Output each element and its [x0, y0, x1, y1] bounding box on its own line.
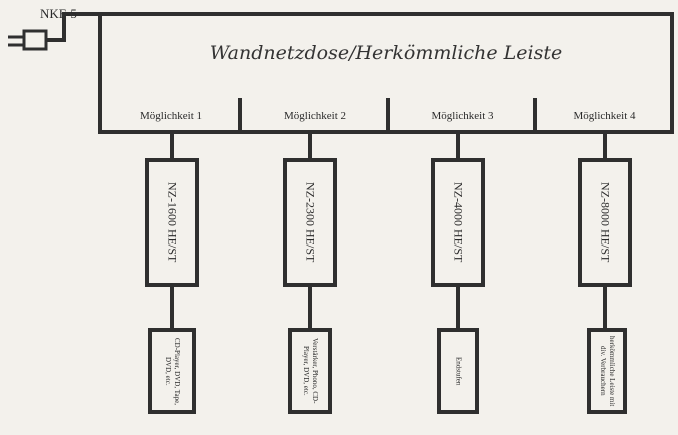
device-box-4-label: NZ-8000 HE/ST: [598, 182, 613, 263]
branch-2: [283, 132, 337, 414]
plug-cable: [46, 12, 100, 42]
main-outlet-label: Wandnetzdose/Herkömmliche Leiste: [209, 42, 563, 64]
branch-1: [145, 132, 199, 414]
device-box-3-label: NZ-4000 HE/ST: [451, 182, 466, 263]
plug-icon: [8, 35, 24, 47]
plug-label: NKF-5: [40, 6, 77, 21]
branch-3: [431, 132, 485, 414]
device-box-1-label: NZ-1600 HE/ST: [165, 182, 180, 263]
option-2-label: Möglichkeit 2: [283, 110, 347, 122]
usage-box-3-label: Endstufen: [454, 356, 463, 386]
option-4-label: Möglichkeit 4: [573, 110, 636, 122]
option-1-label: Möglichkeit 1: [139, 110, 203, 122]
usage-box-2-label: Verstärker, Phono, CD-Player, DVD, etc.: [302, 338, 319, 404]
plug-body: [22, 29, 48, 51]
device-box-2-label: NZ-2300 HE/ST: [303, 182, 318, 263]
branch-4: [578, 132, 632, 414]
option-3-label: Möglichkeit 3: [431, 110, 494, 122]
usage-box-1-label: CD-Player, DVD, Tape, DVD, etc.: [164, 337, 181, 405]
usage-box-4-label: herkömmliche Leiste mit div. Verbraucher…: [599, 335, 616, 407]
